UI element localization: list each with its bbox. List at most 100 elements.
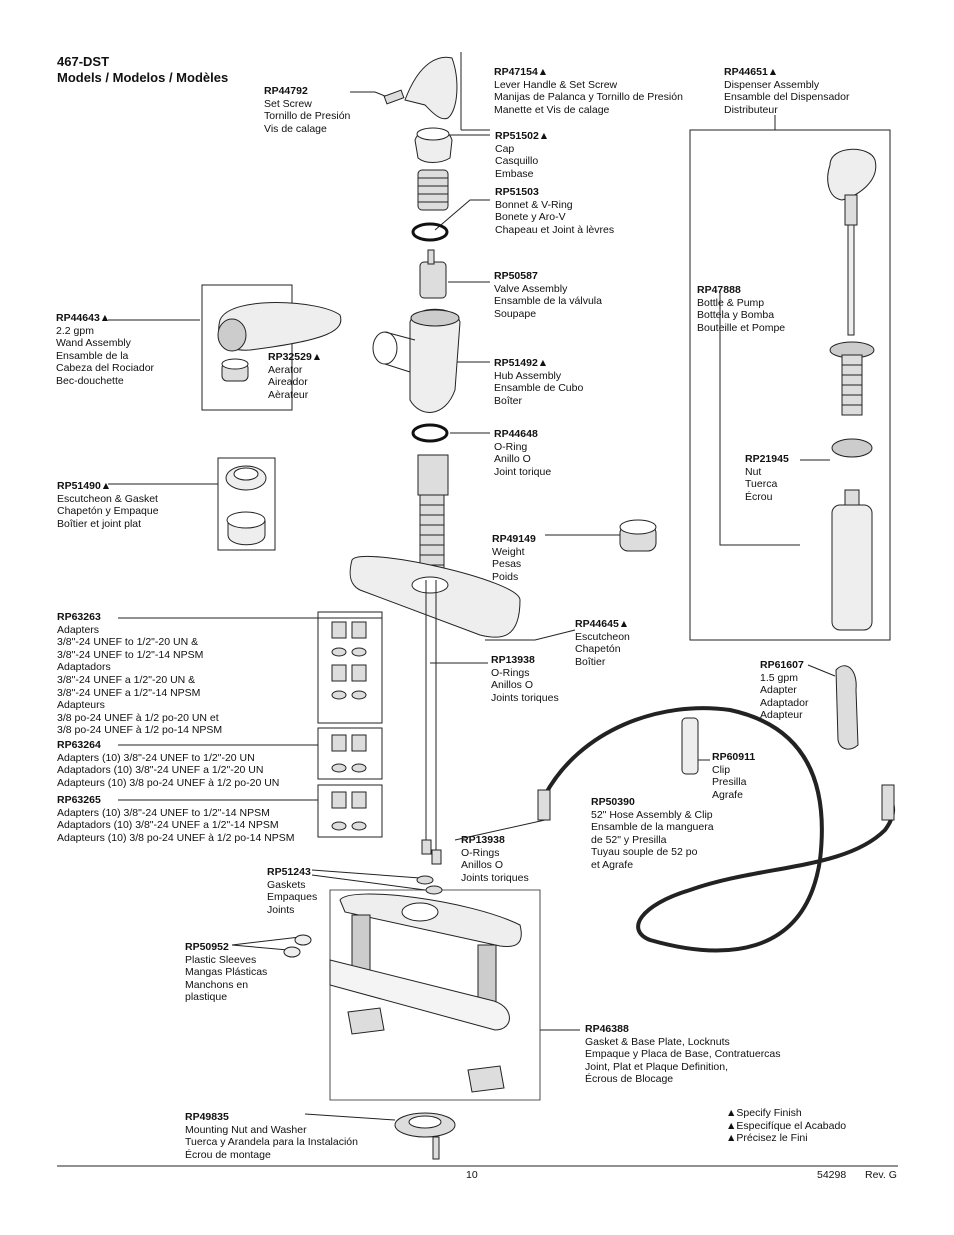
- part-number: RP50952: [185, 941, 229, 953]
- part-description: 3/8 po-24 UNEF à 1/2 po-20 UN et: [57, 711, 219, 724]
- hose-fitting-right-icon: [881, 784, 895, 821]
- part-description: Écrous de Blocage: [585, 1073, 674, 1086]
- part-description: Embase: [495, 167, 534, 180]
- legend-line: ▲Précisez le Fini: [726, 1132, 808, 1145]
- part-description: Adapteurs (10) 3/8 po-24 UNEF à 1/2 po-2…: [57, 776, 280, 789]
- escutcheon-gasket-icon: [225, 465, 267, 546]
- revision: Rev. G: [865, 1169, 897, 1181]
- part-description: Valve Assembly: [494, 282, 568, 295]
- part-description: Poids: [492, 570, 519, 583]
- part-description: Set Screw: [264, 97, 312, 110]
- part-description: et Agrafe: [591, 858, 634, 871]
- part-number: RP21945: [745, 453, 789, 465]
- part-description: Cabeza del Rociador: [56, 362, 155, 375]
- part-description: Adapters: [57, 623, 100, 636]
- part-description: Aerator: [268, 363, 303, 376]
- part-description: O-Rings: [461, 846, 500, 859]
- part-description: Manijas de Palanca y Tornillo de Presión: [494, 91, 683, 104]
- part-description: Adaptadors: [57, 661, 111, 674]
- hose-icon: [543, 706, 896, 953]
- part-description: Ensamble de la válvula: [494, 295, 602, 308]
- part-description: Adapters (10) 3/8"-24 UNEF to 1/2"-20 UN: [57, 751, 255, 764]
- legend: ▲Specify Finish ▲Especifíque el Acabado …: [726, 1107, 846, 1145]
- part-description: Bec-douchette: [56, 374, 124, 387]
- part-number: RP44643▲: [56, 312, 111, 324]
- part-description: de 52" y Presilla: [591, 833, 667, 846]
- part-description: plastique: [185, 991, 228, 1004]
- part-description: Anillos O: [461, 859, 504, 872]
- page-number: 10: [466, 1169, 478, 1181]
- part-description: 2.2 gpm: [56, 324, 94, 337]
- part-description: Cap: [495, 142, 515, 155]
- set-screw-icon: [383, 89, 405, 105]
- part-description: Hub Assembly: [494, 369, 562, 382]
- oring-icon: [411, 222, 449, 242]
- models-heading: Models / Modelos / Modèles: [57, 70, 229, 85]
- valve-icon: [419, 249, 447, 299]
- part-description: Chapetón: [575, 643, 621, 656]
- document-number: 54298: [817, 1169, 847, 1181]
- part-number: RP46388: [585, 1023, 629, 1035]
- part-description: Joints toriques: [491, 691, 559, 704]
- part-description: Anillo O: [494, 453, 531, 466]
- adapter-1-5-gpm-icon: [835, 665, 859, 750]
- part-description: Boîter: [494, 394, 523, 407]
- part-description: Mounting Nut and Washer: [185, 1123, 307, 1136]
- part-description: 52" Hose Assembly & Clip: [591, 808, 713, 821]
- part-description: Bonnet & V-Ring: [495, 198, 573, 211]
- part-number: RP50390: [591, 796, 635, 808]
- part-description: Écrou de montage: [185, 1148, 271, 1161]
- part-description: Escutcheon: [575, 630, 630, 643]
- part-description: Presilla: [712, 776, 747, 789]
- part-description: Écrou: [745, 490, 773, 503]
- part-description: Adaptadors (10) 3/8"-24 UNEF a 1/2"-20 U…: [57, 764, 264, 777]
- hub-icon: [372, 308, 461, 413]
- part-description: Adapteurs (10) 3/8 po-24 UNEF à 1/2 po-1…: [57, 831, 295, 844]
- part-description: Agrafe: [712, 788, 743, 801]
- part-description: Anillos O: [491, 679, 534, 692]
- part-description: Aèrateur: [268, 388, 309, 401]
- part-description: Empaques: [267, 891, 318, 904]
- part-number: RP44648: [494, 428, 538, 440]
- part-description: Joints toriques: [461, 871, 529, 884]
- escutcheon-icon: [349, 555, 521, 638]
- oring-2-icon: [411, 423, 449, 443]
- dispenser-icon: [827, 148, 877, 631]
- mounting-nut-icon: [394, 1112, 456, 1160]
- part-description: 3/8"-24 UNEF to 1/2"-14 NPSM: [57, 648, 204, 661]
- hose-fitting-left-icon: [537, 789, 551, 821]
- page-title: 467-DST Models / Modelos / Modèles: [57, 54, 228, 86]
- part-number: RP44651▲: [724, 66, 779, 78]
- part-number: RP13938: [491, 654, 535, 666]
- part-description: Wand Assembly: [56, 337, 131, 350]
- part-description: Tuyau souple de 52 po: [591, 846, 698, 859]
- part-number: RP51243: [267, 866, 311, 878]
- part-description: Tuerca y Arandela para la Instalación: [185, 1136, 358, 1149]
- part-description: Adaptadors (10) 3/8"-24 UNEF a 1/2"-14 N…: [57, 819, 279, 832]
- locknuts-icon: [347, 1007, 505, 1093]
- legend-line: ▲Especifíque el Acabado: [726, 1119, 847, 1132]
- part-description: Ensamble del Dispensador: [724, 91, 850, 104]
- part-number: RP47888: [697, 284, 741, 296]
- part-description: Ensamble de la: [56, 349, 129, 362]
- part-description: Gaskets: [267, 878, 306, 891]
- part-number: RP44645▲: [575, 618, 630, 630]
- cap-icon: [414, 127, 453, 163]
- part-number: RP63264: [57, 739, 101, 751]
- part-number: RP32529▲: [268, 351, 323, 363]
- part-description: Adapteurs: [57, 699, 105, 712]
- part-description: 3/8 po-24 UNEF à 1/2 po-14 NPSM: [57, 724, 223, 737]
- part-description: Pesas: [492, 558, 522, 571]
